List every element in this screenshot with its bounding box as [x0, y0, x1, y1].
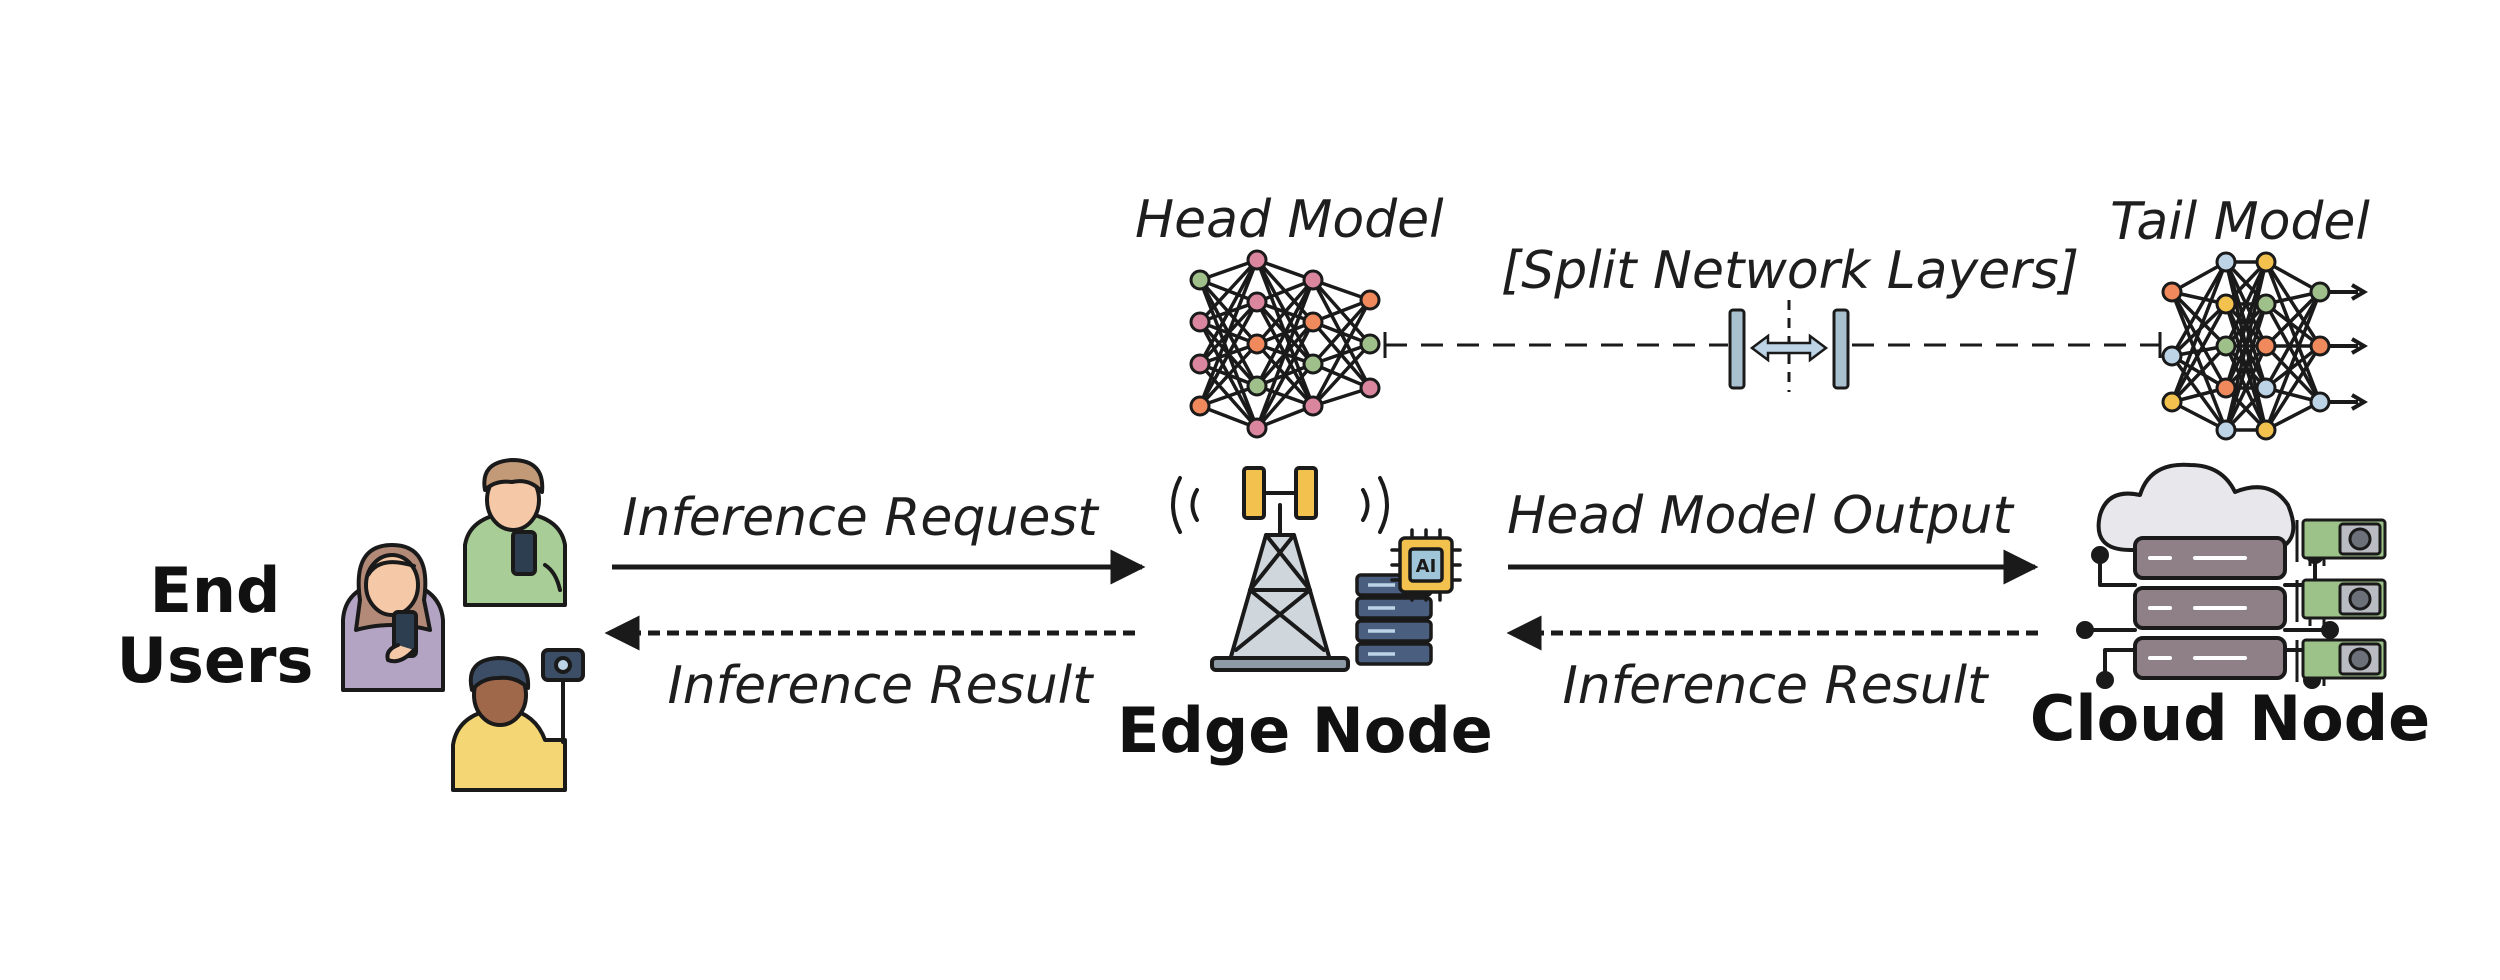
inference-request-label: Inference Request — [622, 488, 1098, 548]
network-node-icon — [2215, 377, 2237, 399]
network-node-icon — [1189, 395, 1211, 417]
network-node-icon — [1246, 249, 1268, 271]
network-node-icon — [1189, 269, 1211, 291]
network-node-icon — [2215, 293, 2237, 315]
split-network-layers-label: [Split Network Layers] — [1500, 241, 2080, 301]
end-users-icon — [341, 458, 585, 792]
split-bar-left-icon — [1728, 308, 1746, 390]
network-node-icon — [1302, 311, 1324, 333]
woman-user-icon — [341, 543, 445, 692]
network-node-icon — [2255, 377, 2277, 399]
inference-result-cloud-label: Inference Result — [1562, 656, 1988, 716]
gpu-card-icon — [2295, 578, 2387, 626]
network-node-icon — [1246, 417, 1268, 439]
inference-result-edge-label: Inference Result — [667, 656, 1093, 716]
end-users-label-line2: Users — [116, 624, 314, 697]
network-node-icon — [2309, 391, 2331, 413]
ai-chip-label: AI — [1416, 556, 1437, 577]
network-node-icon — [2215, 419, 2237, 441]
network-node-icon — [2255, 293, 2277, 315]
network-node-icon — [1302, 269, 1324, 291]
tail-model-label: Tail Model — [2110, 192, 2370, 252]
network-node-icon — [1359, 333, 1381, 355]
network-node-icon — [2161, 345, 2183, 367]
gpu-card-icon — [2295, 638, 2387, 686]
network-node-icon — [1302, 395, 1324, 417]
network-node-icon — [2255, 335, 2277, 357]
network-node-icon — [1189, 353, 1211, 375]
tail-model-network-icon — [2161, 251, 2368, 441]
man-user-icon — [463, 458, 567, 607]
network-node-icon — [1189, 311, 1211, 333]
network-node-icon — [2215, 335, 2237, 357]
cloud-server-icon — [2076, 536, 2339, 689]
network-node-icon — [2161, 281, 2183, 303]
edge-tower-icon — [1171, 466, 1389, 672]
gpu-card-icon — [2295, 518, 2387, 566]
ai-chip-icon: AI — [1390, 528, 1462, 602]
network-node-icon — [2309, 335, 2331, 357]
head-model-label: Head Model — [1135, 190, 1444, 250]
network-node-icon — [2215, 251, 2237, 273]
network-node-icon — [1246, 375, 1268, 397]
cloud-node-label: Cloud Node — [2029, 682, 2431, 755]
network-node-icon — [2161, 391, 2183, 413]
end-users-label-line1: End — [149, 554, 281, 627]
network-node-icon — [1359, 289, 1381, 311]
network-node-icon — [2255, 251, 2277, 273]
network-node-icon — [2255, 419, 2277, 441]
end-users-label: End Users — [90, 556, 340, 696]
network-node-icon — [2309, 281, 2331, 303]
split-bar-right-icon — [1832, 308, 1850, 390]
network-node-icon — [1302, 353, 1324, 375]
network-node-icon — [1246, 333, 1268, 355]
vlogger-user-icon — [451, 648, 585, 792]
edge-node-label: Edge Node — [1117, 694, 1493, 767]
head-model-network-icon — [1189, 249, 1381, 439]
network-node-icon — [1359, 377, 1381, 399]
split-double-arrow-icon — [1749, 333, 1829, 363]
cloud-icon — [2096, 462, 2296, 554]
network-node-icon — [1246, 291, 1268, 313]
split-connector — [1383, 300, 2162, 392]
head-model-output-label: Head Model Output — [1507, 486, 2013, 546]
gpu-cards-icon — [2295, 518, 2387, 686]
